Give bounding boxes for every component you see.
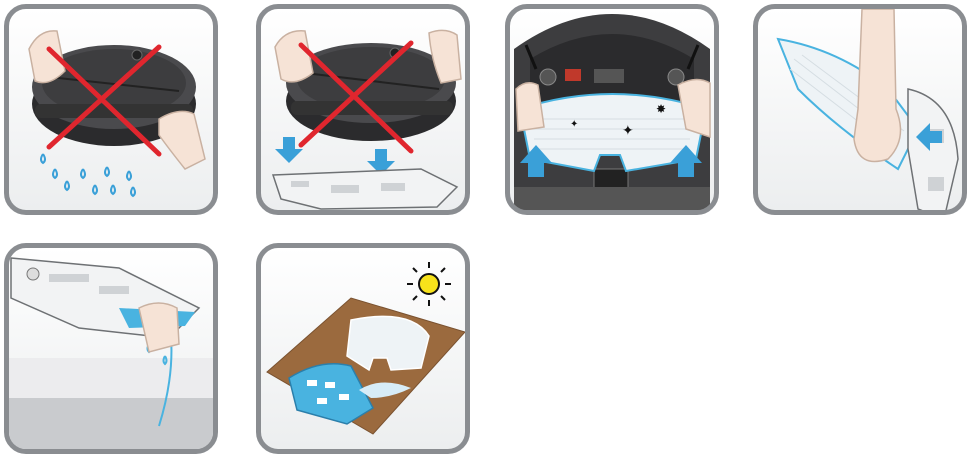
step-4-illustration xyxy=(758,9,962,210)
hand-icon xyxy=(854,9,901,162)
step-2-illustration xyxy=(261,9,465,210)
svg-text:✸: ✸ xyxy=(656,102,666,116)
step-panel-6 xyxy=(256,243,470,454)
step-3-illustration: ✦ ✦ ✸ xyxy=(510,9,714,210)
step-5-illustration xyxy=(9,248,213,449)
sun-icon xyxy=(407,262,451,306)
mop-pad-icon xyxy=(347,316,429,370)
mop-bracket-icon xyxy=(908,89,958,210)
mop-pad-icon xyxy=(778,39,918,169)
step-panel-5 xyxy=(4,243,218,454)
step-panel-4 xyxy=(753,4,967,215)
step-1-illustration xyxy=(9,9,213,210)
mop-bracket-icon xyxy=(273,169,457,209)
hand-icon xyxy=(139,303,179,352)
step-panel-2 xyxy=(256,4,470,215)
step-panel-3: ✦ ✦ ✸ xyxy=(505,4,719,215)
water-drop-icon xyxy=(41,154,135,196)
step-panel-1 xyxy=(4,4,218,215)
step-6-illustration xyxy=(261,248,465,449)
svg-text:✦: ✦ xyxy=(570,119,578,130)
down-arrow-icon xyxy=(275,137,395,175)
sink-icon xyxy=(9,358,213,449)
svg-text:✦: ✦ xyxy=(622,123,634,139)
